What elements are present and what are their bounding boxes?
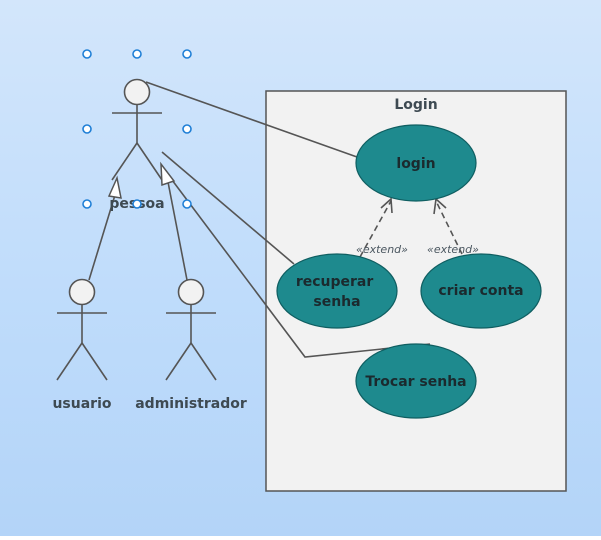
actor-pessoa[interactable]: pessoa — [109, 78, 165, 213]
selection-handle-icon[interactable] — [182, 49, 192, 59]
use-case-criar-conta[interactable]: criar conta — [420, 253, 542, 329]
selection-handle-icon[interactable] — [182, 124, 192, 134]
hollow-triangle-arrow-icon — [160, 161, 176, 187]
stick-figure-icon — [165, 278, 217, 381]
open-arrow-icon — [380, 197, 393, 214]
actor-label: usuario — [52, 396, 111, 412]
association-pessoa-login[interactable] — [145, 81, 358, 158]
svg-text:login: login — [396, 156, 435, 172]
generalization-administrador-pessoa[interactable] — [167, 181, 188, 281]
actor-label: administrador — [135, 396, 247, 412]
extend-recuperar-senha-login[interactable] — [359, 200, 392, 258]
svg-text:Trocar senha: Trocar senha — [365, 374, 466, 390]
use-case-ellipse — [355, 124, 477, 202]
use-case-trocar-senha[interactable]: Trocar senha — [355, 343, 477, 419]
selection-handle-icon[interactable] — [82, 124, 92, 134]
use-case-login[interactable]: login — [355, 124, 477, 202]
use-case-ellipse — [355, 343, 477, 419]
extend-stereotype-right: «extend» — [427, 243, 479, 256]
selection-handle-icon[interactable] — [132, 199, 142, 209]
use-case-label-line2: senha — [313, 294, 360, 310]
use-case-label: criar conta — [438, 283, 523, 299]
actor-administrador[interactable]: administrador — [135, 278, 247, 413]
hollow-triangle-arrow-icon — [107, 175, 122, 199]
extend-stereotype-left: «extend» — [356, 243, 408, 256]
use-case-label-line1: recuperar — [296, 274, 374, 290]
stick-figure-icon — [111, 78, 163, 181]
actor-usuario[interactable]: usuario — [52, 278, 112, 413]
use-case-recuperar-senha[interactable]: recuperar senha — [276, 253, 398, 329]
use-case-label: login — [396, 156, 435, 172]
svg-text:recuperar senha: recuperar senha — [296, 274, 378, 310]
use-case-label: Trocar senha — [365, 374, 466, 390]
association-pessoa-recuperar-senha[interactable] — [161, 151, 295, 265]
use-case-ellipse — [420, 253, 542, 329]
stick-figure-icon — [56, 278, 108, 381]
selection-handle-icon[interactable] — [82, 199, 92, 209]
system-boundary-title: Login — [394, 97, 437, 113]
extend-dependencies — [359, 200, 463, 258]
selection-handle-icon[interactable] — [132, 49, 142, 59]
generalization-usuario-pessoa[interactable] — [88, 194, 116, 281]
use-case-ellipse — [276, 253, 398, 329]
selection-handle-icon[interactable] — [182, 199, 192, 209]
selection-handle-icon[interactable] — [82, 49, 92, 59]
generalizations — [88, 181, 188, 281]
selection-handles — [82, 49, 192, 209]
svg-text:criar conta: criar conta — [438, 283, 523, 299]
